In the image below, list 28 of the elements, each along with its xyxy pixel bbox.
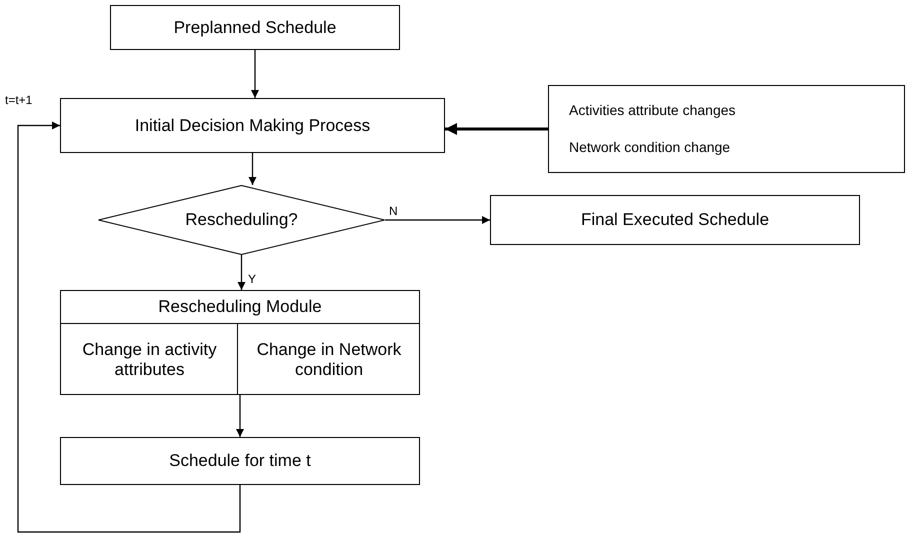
module-title: Rescheduling Module [158, 297, 322, 317]
arrow [251, 50, 259, 98]
note-text: Activities attribute changes [569, 102, 736, 119]
process-box [60, 437, 420, 485]
note-box [548, 85, 905, 173]
sub-process-box [237, 323, 420, 395]
decision-text: Rescheduling? [185, 210, 298, 230]
process-box [60, 98, 445, 153]
edge-label: t=t+1 [4, 94, 34, 107]
arrow [248, 153, 256, 185]
process-box [490, 195, 860, 245]
edge-label: Y [247, 273, 258, 286]
arrow [238, 255, 246, 290]
sub-process-text: Change in activity attributes [81, 340, 218, 380]
process-text: Schedule for time t [169, 451, 311, 471]
process-text: Final Executed Schedule [580, 210, 770, 230]
arrow [445, 123, 548, 135]
module-box [60, 290, 420, 395]
process-text: Initial Decision Making Process [134, 116, 370, 136]
process-text: Preplanned Schedule [174, 18, 336, 38]
arrow [236, 395, 244, 437]
arrow [385, 216, 490, 224]
sub-process-text: Change in Network condition [256, 340, 402, 380]
process-box [110, 5, 400, 50]
edge-label: N [388, 205, 399, 218]
arrow [17, 122, 241, 533]
decision-diamond [98, 185, 385, 255]
note-text: Network condition change [569, 139, 730, 156]
